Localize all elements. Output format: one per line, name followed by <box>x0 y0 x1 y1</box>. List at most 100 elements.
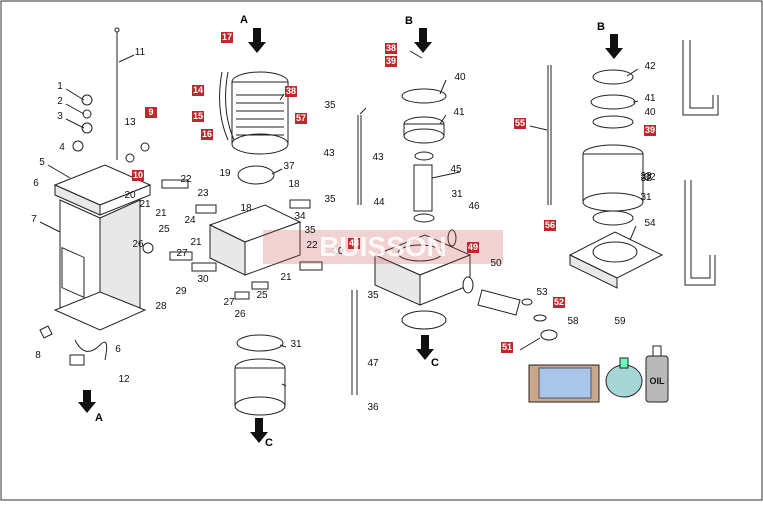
callout-3: 3 <box>57 111 63 122</box>
callout-21: 21 <box>280 272 292 283</box>
callout-highlight <box>201 129 213 140</box>
oil-bottle-label: OIL <box>650 376 666 386</box>
callout-55: 55 <box>515 118 525 128</box>
callout-14: 14 <box>193 85 203 95</box>
fill-funnel-58 <box>605 357 643 398</box>
callout-highlight <box>348 238 360 249</box>
callout-25: 25 <box>158 224 170 235</box>
leader-line <box>439 79 447 95</box>
callout-highlight <box>285 86 297 97</box>
flow-label-b-1: B <box>405 15 413 27</box>
callout-40: 40 <box>644 107 656 118</box>
leader-line <box>65 88 85 101</box>
callout-highlight <box>145 107 157 118</box>
callout-24: 24 <box>184 215 196 226</box>
callout-highlight <box>514 118 526 129</box>
callout-56: 56 <box>545 220 555 230</box>
callout-6: 6 <box>33 178 39 189</box>
callout-27: 27 <box>223 297 235 308</box>
callout-58: 58 <box>567 316 579 327</box>
pump-rod-42 <box>357 115 362 205</box>
callout-40: 40 <box>454 72 466 83</box>
callout-43: 43 <box>372 152 384 163</box>
callout-28: 28 <box>155 301 167 312</box>
leader-line <box>281 383 287 387</box>
flow-label-c-1: C <box>265 437 273 449</box>
callout-2: 2 <box>57 96 63 107</box>
callout-35: 35 <box>324 194 336 205</box>
callout-highlight <box>221 32 233 43</box>
pump-shaft <box>447 229 558 341</box>
callout-15: 15 <box>193 111 203 121</box>
pump-base <box>373 234 472 330</box>
callout-31: 31 <box>290 339 302 350</box>
valve-block <box>142 179 323 300</box>
callout-highlight <box>192 111 204 122</box>
flow-label-b-2: B <box>597 21 605 33</box>
callout-20: 20 <box>332 246 344 257</box>
pump-rod-54 <box>547 65 552 205</box>
callout-41: 41 <box>453 107 465 118</box>
callout-39: 39 <box>386 56 396 66</box>
callout-21: 21 <box>190 237 202 248</box>
flow-label-a-2: A <box>240 14 248 26</box>
callout-50: 50 <box>490 258 502 269</box>
leader-line <box>632 100 639 103</box>
callout-43: 43 <box>323 148 335 159</box>
pump-cap-b <box>401 88 447 223</box>
flow-arrows <box>78 28 623 443</box>
callout-highlight <box>132 170 144 181</box>
callout-21: 21 <box>155 208 167 219</box>
filter-and-cup-b <box>234 334 286 416</box>
callout-57: 57 <box>296 113 306 123</box>
text-layer: 1234566789101112131415161718181920202121… <box>31 14 665 449</box>
callout-46: 46 <box>468 201 480 212</box>
callout-35: 35 <box>367 290 379 301</box>
callout-26: 26 <box>132 239 144 250</box>
callout-highlight <box>295 113 307 124</box>
cylinder-c <box>568 69 664 289</box>
callout-5: 5 <box>39 157 45 168</box>
leader-line <box>39 221 61 233</box>
callout-11: 11 <box>135 47 146 58</box>
tank-filter-57 <box>528 364 600 403</box>
callout-20: 20 <box>124 190 136 201</box>
watermark-text: BUISSON <box>319 231 447 262</box>
callout-51: 51 <box>502 342 512 352</box>
callout-10: 10 <box>133 170 143 180</box>
leader-line <box>409 50 423 59</box>
brackets <box>682 40 719 286</box>
leader-line <box>279 344 287 348</box>
electric-motor <box>219 71 289 185</box>
callout-26: 26 <box>234 309 246 320</box>
callout-21: 21 <box>139 199 151 210</box>
callout-27: 27 <box>176 248 188 259</box>
callout-22: 22 <box>306 240 318 251</box>
leader-line <box>65 118 85 129</box>
callout-highlight <box>544 220 556 231</box>
callout-17: 17 <box>222 32 232 42</box>
callout-36: 36 <box>367 402 379 413</box>
callout-59: 59 <box>614 316 626 327</box>
callout-32: 32 <box>644 172 656 183</box>
leader-line <box>629 225 637 241</box>
callout-52: 52 <box>554 297 564 307</box>
callout-25: 25 <box>256 290 268 301</box>
callout-38: 38 <box>386 43 396 53</box>
callout-highlight <box>385 56 397 67</box>
leader-line <box>431 171 461 179</box>
leader-line <box>47 164 71 179</box>
callout-32: 32 <box>640 173 652 184</box>
callout-highlight <box>192 85 204 96</box>
leader-line <box>439 114 447 125</box>
callout-33: 33 <box>640 171 652 182</box>
callout-4: 4 <box>59 142 65 153</box>
callout-37: 37 <box>283 161 295 172</box>
callout-18: 18 <box>240 203 252 214</box>
callout-16: 16 <box>202 129 212 139</box>
callout-7: 7 <box>31 214 37 225</box>
callout-18: 18 <box>288 179 300 190</box>
leader-line <box>118 54 135 63</box>
callout-29: 29 <box>175 286 187 297</box>
